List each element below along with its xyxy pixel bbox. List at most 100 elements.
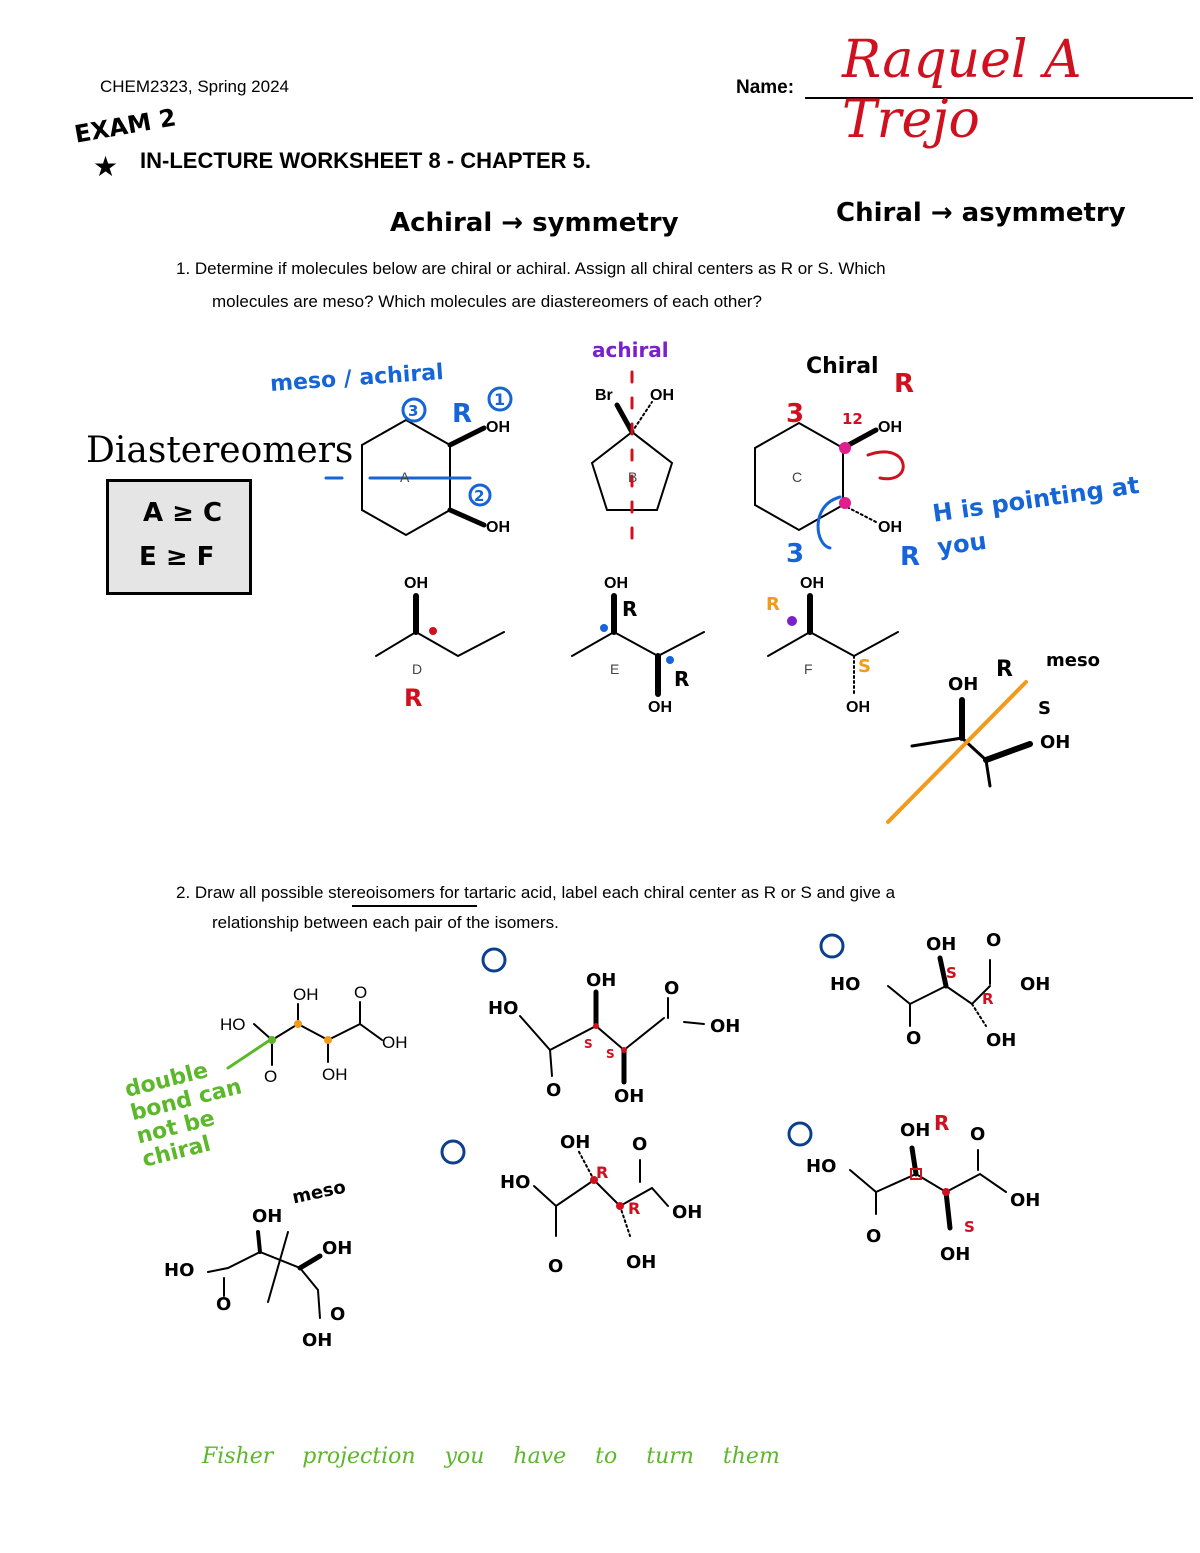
e-r-top: R bbox=[622, 597, 637, 621]
c-3-top: 3 bbox=[786, 399, 804, 429]
isomer-3 bbox=[533, 1149, 669, 1237]
i2-ho: HO bbox=[830, 974, 860, 995]
i4-o-top: O bbox=[970, 1124, 985, 1145]
b-br: Br bbox=[595, 387, 613, 404]
c-oh-bottom: OH bbox=[878, 519, 902, 536]
e-r-bottom: R bbox=[674, 667, 689, 691]
meso-right-note: meso bbox=[1046, 650, 1101, 671]
i4-r-label: R bbox=[934, 1111, 949, 1135]
i4-oh-right: OH bbox=[1010, 1190, 1040, 1211]
mb-oh-top: OH bbox=[252, 1206, 282, 1227]
ta-ho: HO bbox=[220, 1015, 246, 1034]
meso-oh-top: OH bbox=[948, 674, 978, 695]
achiral-b-note: achiral bbox=[592, 338, 669, 362]
molecule-e bbox=[571, 593, 705, 697]
f-r-label: R bbox=[766, 594, 780, 615]
c-3-bottom: 3 bbox=[786, 539, 804, 569]
c-12-label: 12 bbox=[842, 410, 863, 428]
i3-r-top: R bbox=[596, 1163, 608, 1182]
label-f: F bbox=[804, 661, 813, 677]
i2-oh-right: OH bbox=[1020, 974, 1050, 995]
mb-oh-bottom: OH bbox=[302, 1330, 332, 1351]
d-r-label: R bbox=[404, 684, 422, 712]
center-markers bbox=[268, 442, 950, 1210]
question-2-line-2: relationship between each pair of the is… bbox=[212, 913, 559, 932]
student-name: Raquel A Trejo bbox=[842, 30, 1082, 150]
box-line-1: A ≥ C bbox=[143, 498, 223, 528]
star-icon: ★ bbox=[93, 151, 119, 182]
isomer-1 bbox=[519, 989, 705, 1085]
f-oh-top: OH bbox=[800, 575, 824, 592]
chiral-note: Chiral → asymmetry bbox=[836, 198, 1126, 228]
i2-s-label: S bbox=[946, 964, 957, 982]
i4-ho: HO bbox=[806, 1156, 836, 1177]
f-oh-bottom: OH bbox=[846, 699, 870, 716]
ta-o-bottom: O bbox=[264, 1067, 277, 1086]
diastereomer-box: A ≥ C E ≥ F bbox=[106, 479, 252, 595]
label-c: C bbox=[792, 469, 802, 485]
ta-oh-top: OH bbox=[293, 985, 319, 1004]
a-r-label: R bbox=[452, 399, 472, 429]
mb-ho: HO bbox=[164, 1260, 194, 1281]
i4-oh-bottom: OH bbox=[940, 1244, 970, 1265]
i1-ho: HO bbox=[488, 998, 518, 1019]
i3-oh-right: OH bbox=[672, 1202, 702, 1223]
diastereomers-note: Diastereomers bbox=[86, 430, 354, 471]
i2-r-label: R bbox=[982, 990, 994, 1008]
fisher-note: Fisher projection you have to turn them bbox=[202, 1444, 780, 1469]
meso-sketch bbox=[886, 680, 1033, 824]
question-1-line-1: 1. Determine if molecules below are chir… bbox=[176, 259, 886, 278]
i2-o-bottom: O bbox=[906, 1028, 921, 1049]
i1-oh-bottom: OH bbox=[614, 1086, 644, 1107]
i4-s-label: S bbox=[964, 1218, 975, 1236]
i3-r-bottom: R bbox=[628, 1199, 640, 1218]
label-e: E bbox=[610, 661, 619, 677]
a-3-label: 3 bbox=[408, 402, 418, 420]
label-b: B bbox=[628, 469, 637, 485]
stereoisomers-underline bbox=[352, 905, 477, 907]
question-2-line-1: 2. Draw all possible stereoisomers for t… bbox=[176, 883, 896, 902]
tartaric-acid bbox=[226, 1001, 383, 1070]
i3-o-bottom: O bbox=[548, 1256, 563, 1277]
question-1-line-2: molecules are meso? Which molecules are … bbox=[212, 292, 762, 311]
worksheet-title: IN-LECTURE WORKSHEET 8 - CHAPTER 5. bbox=[140, 148, 592, 173]
i1-oh-top: OH bbox=[586, 970, 616, 991]
mb-oh-right: OH bbox=[322, 1238, 352, 1259]
name-underline bbox=[805, 97, 1193, 99]
a-2-label: 2 bbox=[474, 487, 484, 505]
a-1-label: 1 bbox=[494, 390, 505, 409]
mb-o: O bbox=[216, 1294, 231, 1315]
isomer-2 bbox=[887, 955, 991, 1027]
meso-s-label: S bbox=[1038, 698, 1051, 719]
achiral-note: Achiral → symmetry bbox=[390, 208, 679, 238]
ta-o-top: O bbox=[354, 983, 367, 1002]
i3-oh-top: OH bbox=[560, 1132, 590, 1153]
meso-oh-right: OH bbox=[1040, 732, 1070, 753]
isomer-4 bbox=[849, 1145, 1007, 1231]
i2-oh-top: OH bbox=[926, 934, 956, 955]
a-oh-top: OH bbox=[486, 419, 510, 436]
e-oh-bottom: OH bbox=[648, 699, 672, 716]
e-oh-top: OH bbox=[604, 575, 628, 592]
molecule-b bbox=[590, 370, 674, 552]
label-a: A bbox=[400, 469, 410, 485]
mb-o-right: O bbox=[330, 1304, 345, 1325]
i2-oh-bottom: OH bbox=[986, 1030, 1016, 1051]
i4-o-bottom: O bbox=[866, 1226, 881, 1247]
c-oh-top: OH bbox=[878, 419, 902, 436]
b-oh: OH bbox=[650, 387, 674, 404]
i1-s1: S bbox=[584, 1037, 593, 1051]
i3-o-top: O bbox=[632, 1134, 647, 1155]
molecule-f bbox=[767, 593, 899, 695]
i1-oh-right: OH bbox=[710, 1016, 740, 1037]
i1-s2: S bbox=[606, 1047, 615, 1061]
ta-oh-bottom: OH bbox=[322, 1065, 348, 1084]
label-d: D bbox=[412, 661, 422, 677]
i3-ho: HO bbox=[500, 1172, 530, 1193]
i4-oh-top: OH bbox=[900, 1120, 930, 1141]
a-oh-bottom: OH bbox=[486, 519, 510, 536]
i3-oh-bottom: OH bbox=[626, 1252, 656, 1273]
course-label: CHEM2323, Spring 2024 bbox=[100, 77, 290, 96]
c-r-bottom: R bbox=[900, 542, 920, 572]
